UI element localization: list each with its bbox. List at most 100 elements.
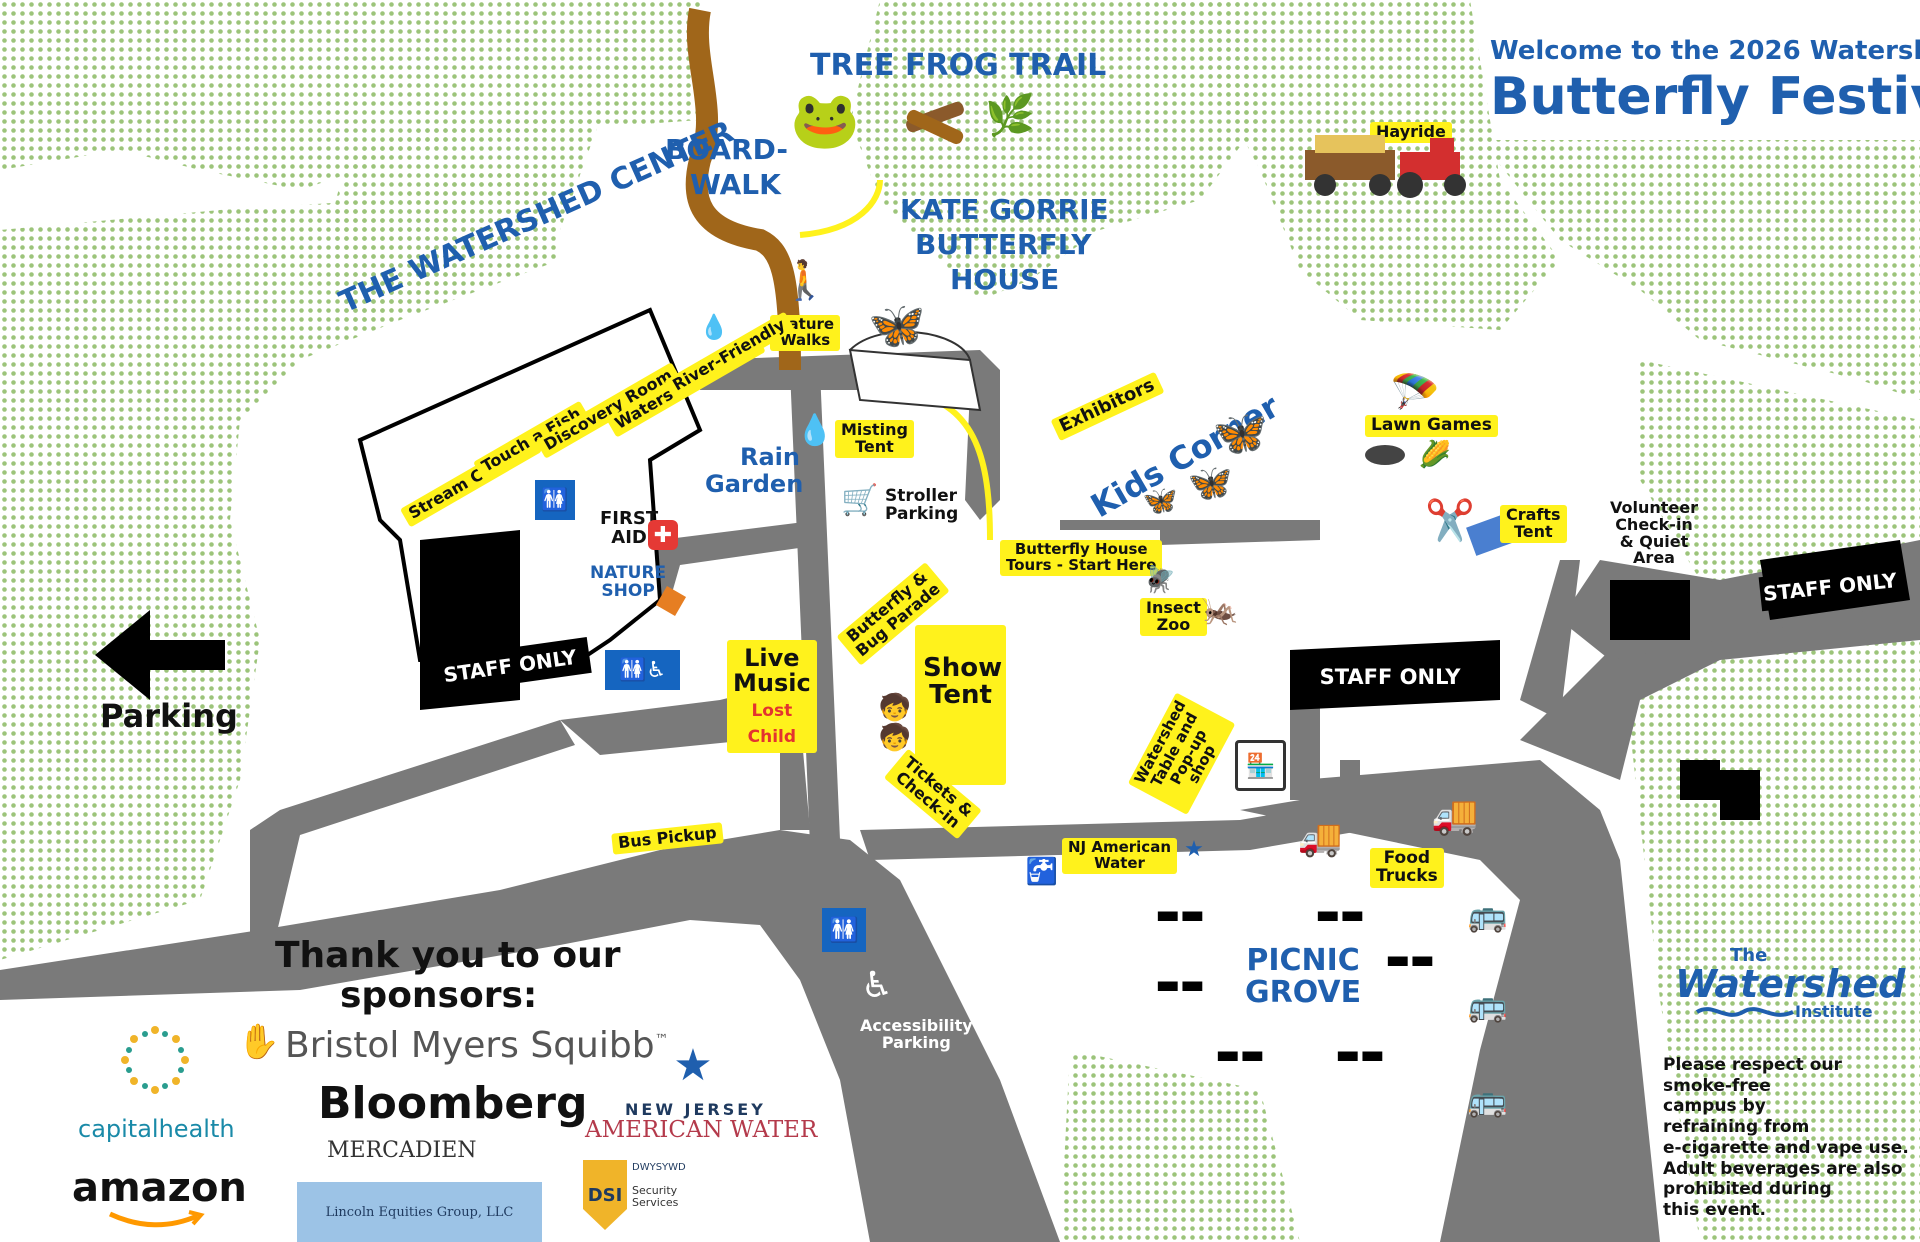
title-line-2: Butterfly Festival <box>1490 67 1920 127</box>
misting-drop-icon: 💧 <box>796 412 834 448</box>
mercadien-logo: MERCADIEN <box>327 1138 477 1163</box>
bms-hand-icon: ✋ <box>237 1022 281 1062</box>
picnic-table-icon: ▬▬ <box>1385 945 1435 975</box>
water-drop-icon: 💧 <box>699 313 729 341</box>
food-truck-pink-icon: 🚌 <box>1467 986 1508 1024</box>
smoke-free-notice: Please respect our smoke-free campus by … <box>1663 1055 1909 1221</box>
logo-institute: Institute <box>1795 1002 1873 1021</box>
rain-garden-label-2: Garden <box>705 470 804 498</box>
blue-butterfly-icon: 🦋 <box>1212 407 1268 459</box>
parking-label: Parking <box>100 697 238 735</box>
food-truck-icon: 🚚 <box>1297 817 1343 859</box>
faucet-icon: 🚰 <box>1025 857 1059 887</box>
green-butterfly-icon: 🦋 <box>1142 483 1178 517</box>
restroom-icon-lower: 🚻 <box>822 908 866 952</box>
roads <box>0 350 1920 1242</box>
amazon-logo: amazon <box>72 1165 247 1211</box>
first-aid-icon: ✚ <box>648 520 678 550</box>
food-truck-orange-icon: 🚚 <box>1431 792 1479 837</box>
hiker-icon: 🚶 <box>781 257 829 302</box>
volunteer-building <box>1610 580 1690 640</box>
grasshopper-icon: 🦗 <box>1201 592 1239 628</box>
njaw-star-icon: ★ <box>673 1039 713 1091</box>
staff-only-middle: STAFF ONLY <box>1300 655 1480 699</box>
wave-icon <box>1695 1000 1795 1024</box>
picnic-table-icon: ▬▬ <box>1155 900 1205 930</box>
food-truck-blue-icon: 🚌 <box>1467 1081 1508 1119</box>
dsi-tag: DWYSYWD <box>632 1162 686 1173</box>
scissors-icon: ✂️ <box>1425 497 1475 544</box>
watershed-center-building <box>357 307 703 662</box>
sponsors-heading-1: Thank you to our <box>275 935 621 976</box>
tree-frog-trail-label: TREE FROG TRAIL <box>810 48 1107 83</box>
njaw-logo-line-1: NEW JERSEY <box>625 1100 766 1119</box>
bloomberg-logo: Bloomberg <box>318 1078 588 1129</box>
njaw-logo-line-2: AMERICAN WATER <box>585 1117 818 1143</box>
accessible-icon: ♿ <box>860 964 894 1006</box>
boardwalk-label-1: BOARD- <box>665 133 789 166</box>
arrow-left-icon <box>95 610 225 700</box>
lincoln-logo: Lincoln Equities Group, LLC <box>297 1182 542 1242</box>
picnic-table-icon: ▬▬ <box>1315 900 1365 930</box>
tour-path-arrow <box>799 179 883 238</box>
bms-logo: Bristol Myers Squibb™ <box>285 1025 669 1066</box>
restroom-icon: 🚻 <box>535 480 575 520</box>
food-truck-teal-icon: 🚌 <box>1467 896 1508 934</box>
tree-frog-icon: 🐸 <box>790 88 860 153</box>
kids-icon: 🧒🧒 <box>878 692 912 753</box>
boardwalk-trail <box>685 7 801 371</box>
picnic-table-icon: ▬▬ <box>1155 970 1205 1000</box>
butterfly-house-label-2: BUTTERFLY <box>915 228 1092 261</box>
capitalhealth-logo-icon <box>115 1020 195 1100</box>
parachute-icon: 🪂 <box>1390 370 1440 416</box>
title-line-1: Welcome to the 2026 Watershed <box>1490 36 1920 66</box>
sponsors-heading-2: sponsors: <box>340 975 538 1016</box>
dragonfly-icon: 🪰 <box>1143 565 1177 595</box>
log-pile-icon <box>900 85 970 155</box>
corn-icon: 🌽 <box>1418 440 1452 470</box>
willow-tree-icon: 🌿 <box>985 92 1035 139</box>
hayride-label: Hayride <box>1370 122 1452 143</box>
logo-watershed: Watershed <box>1675 962 1906 1006</box>
boardwalk-label-2: WALK <box>690 168 781 201</box>
stroller-icon: 🛒 <box>841 482 879 518</box>
exhibitor-row <box>1060 520 1290 530</box>
picnic-table-icon: ▬▬ <box>1335 1040 1385 1070</box>
amazon-smile-icon <box>105 1210 205 1230</box>
butterfly-house-label-1: KATE GORRIE <box>900 193 1109 226</box>
restroom-accessible-icon: 🚻♿ <box>605 650 680 690</box>
butterfly-house-label-3: HOUSE <box>950 263 1060 296</box>
small-building-2 <box>1720 770 1760 820</box>
picnic-table-icon: ▬▬ <box>1215 1040 1265 1070</box>
butterfly-icon: 🦋 <box>868 297 926 352</box>
orange-butterfly-icon: 🦋 <box>1187 462 1233 504</box>
capitalhealth-logo: capitalhealth <box>78 1115 235 1143</box>
small-building-1 <box>1680 760 1720 800</box>
rain-garden-label-1: Rain <box>740 443 800 471</box>
star-icon: ★ <box>1184 836 1204 862</box>
logo-the: The <box>1730 945 1768 966</box>
market-stand-icon: 🏪 <box>1235 740 1286 791</box>
hayride-tractor-icon <box>1300 130 1480 200</box>
lawn-games-label: Lawn Games <box>1365 415 1498 437</box>
manhole-icon <box>1365 445 1405 465</box>
butterfly-house-greenhouse <box>848 330 982 412</box>
